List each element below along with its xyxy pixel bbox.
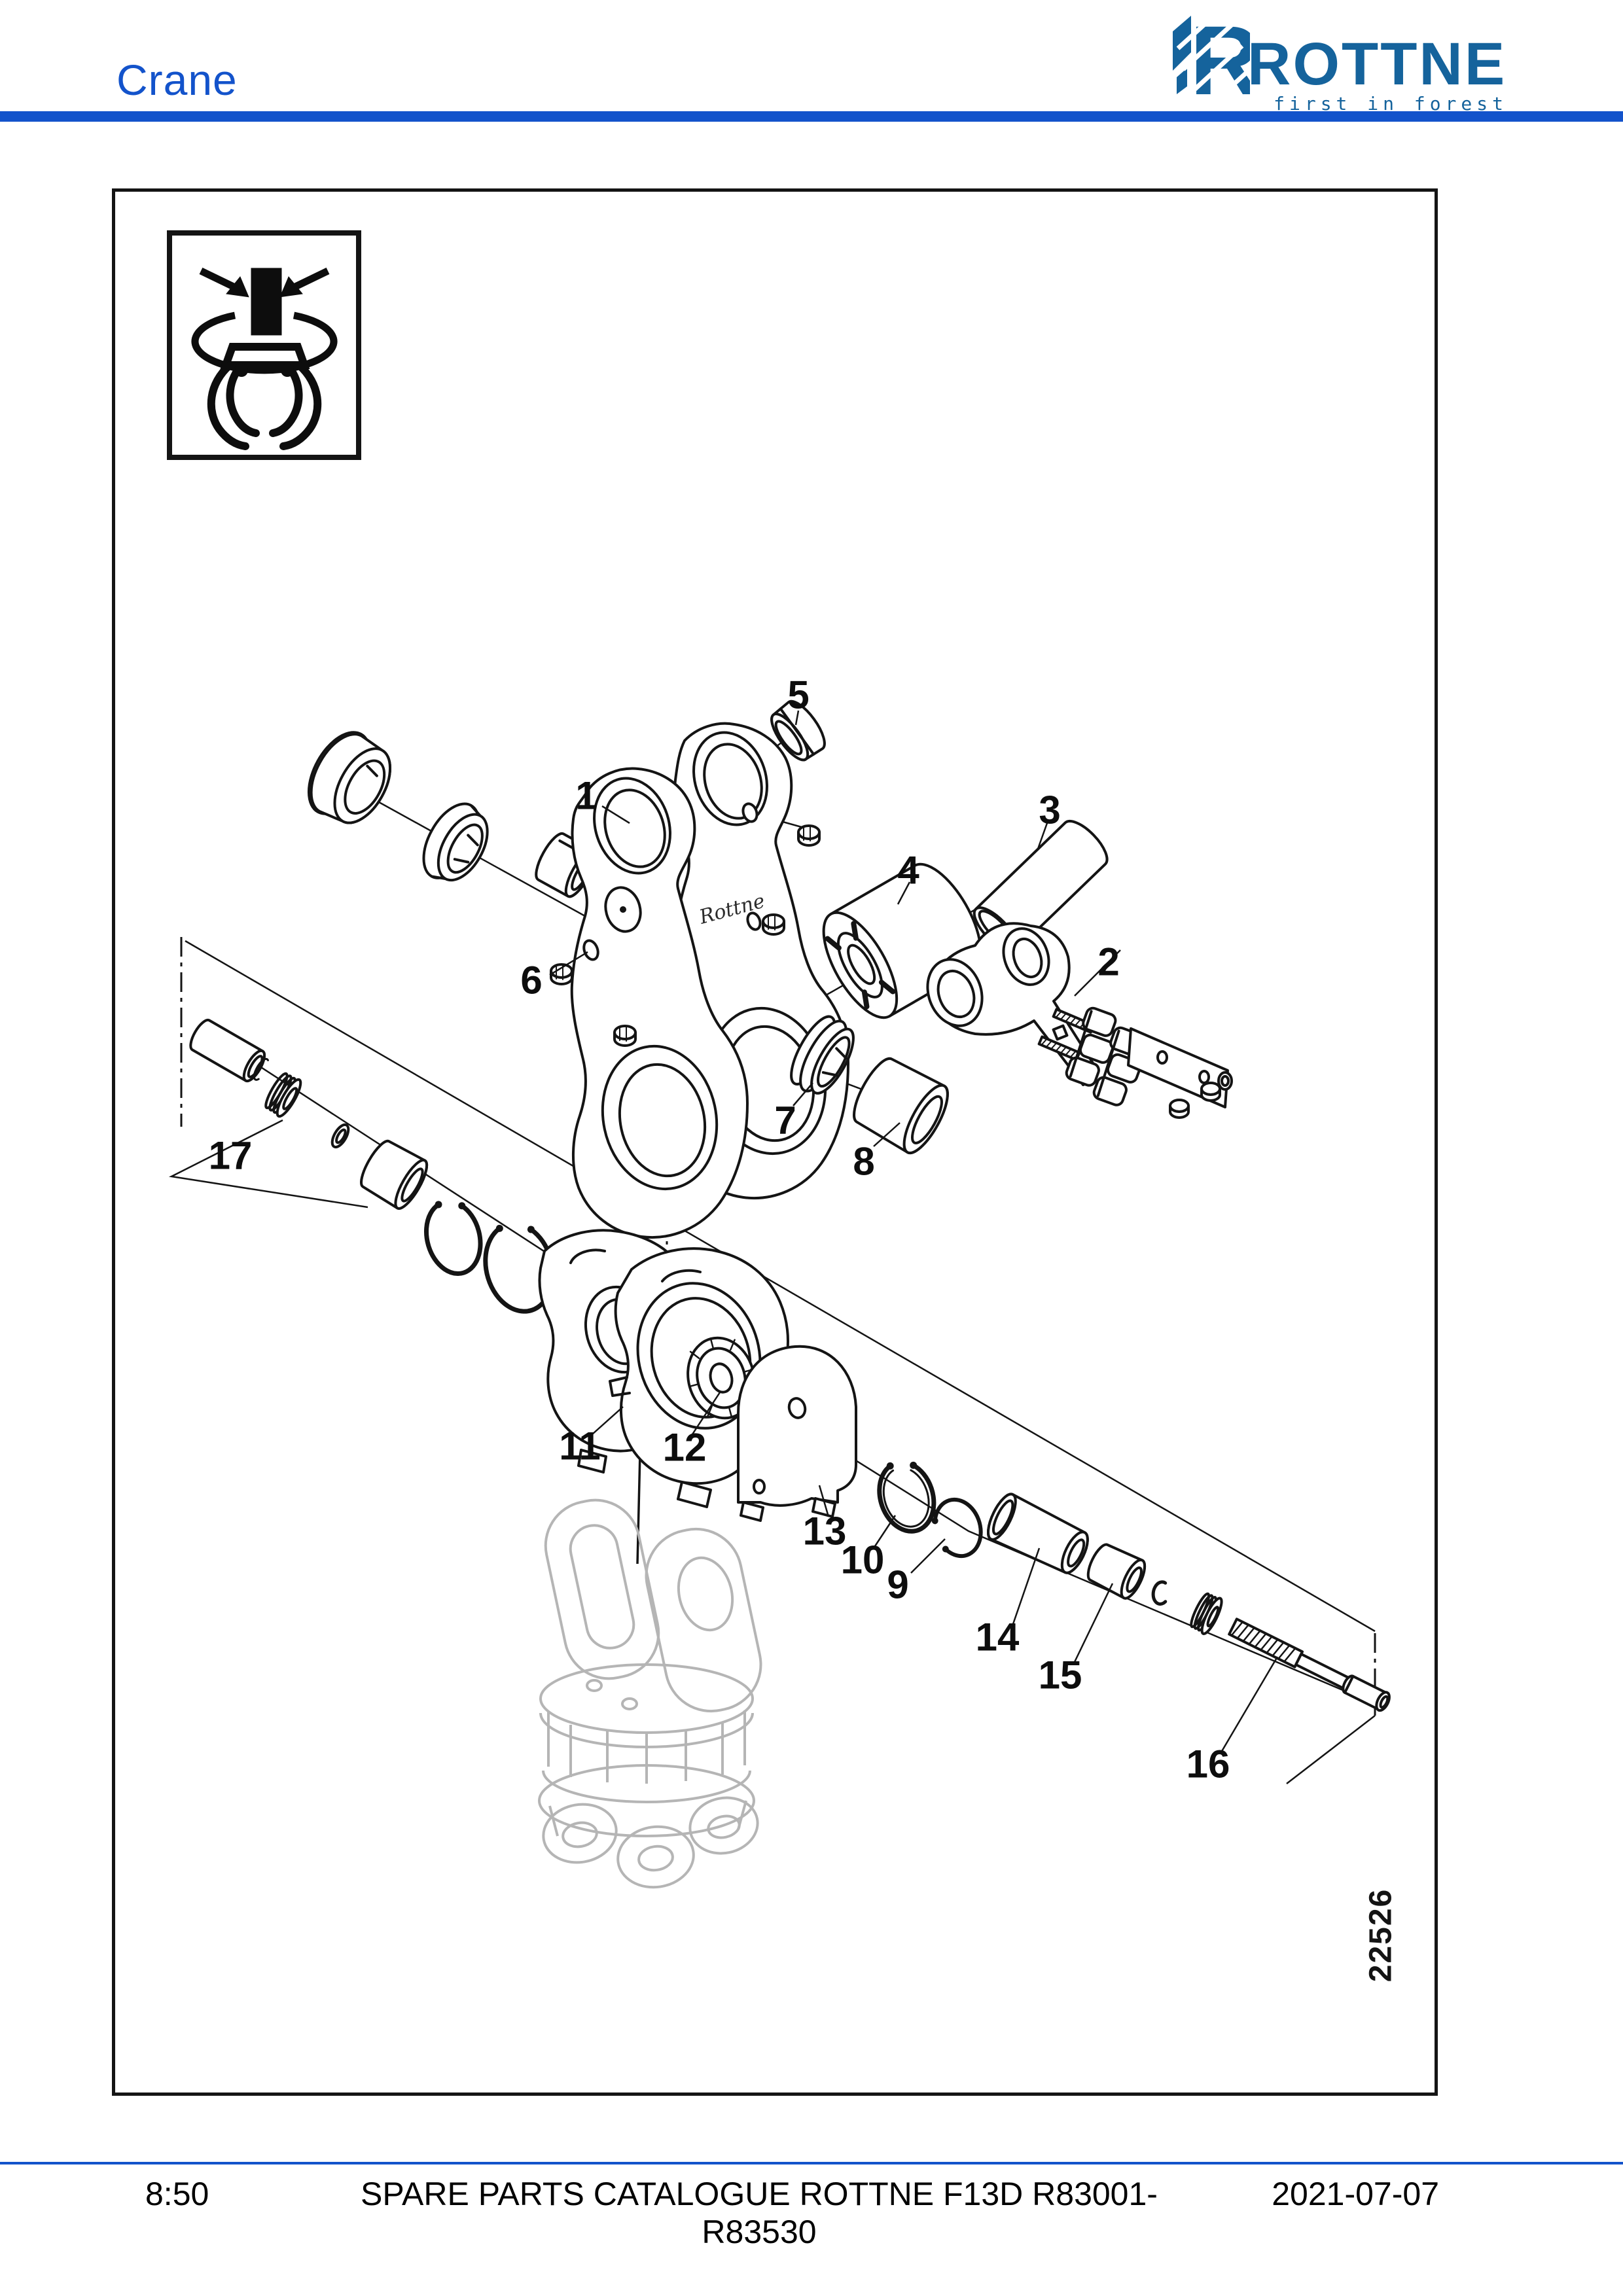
nut xyxy=(762,913,785,936)
part-callout-16: 16 xyxy=(1186,1742,1230,1786)
part-17-pin xyxy=(189,1018,269,1083)
part-callout-10: 10 xyxy=(841,1538,885,1582)
part-callout-5: 5 xyxy=(787,673,809,717)
part-callout-12: 12 xyxy=(663,1426,707,1470)
rotator-grapple-icon xyxy=(191,268,338,450)
part-callout-6: 6 xyxy=(520,959,542,1002)
part-9-snap-ring xyxy=(931,1497,983,1559)
logo-tagline: first in forest xyxy=(1274,93,1508,115)
snap-ring xyxy=(423,1201,483,1276)
callout-leaders xyxy=(549,710,1279,1753)
part-flanged-ring xyxy=(422,802,489,882)
part-10-snap-ring xyxy=(877,1461,936,1534)
nut xyxy=(1169,1099,1190,1119)
rottne-logo-mark-icon: R xyxy=(1173,14,1250,110)
page-title: Crane xyxy=(116,56,238,104)
footer-rule xyxy=(0,2162,1623,2164)
part-callout-14: 14 xyxy=(976,1616,1020,1659)
diagram-frame xyxy=(112,188,1438,2096)
part-cap-bushing xyxy=(307,731,392,824)
footer-catalogue-title: SPARE PARTS CATALOGUE ROTTNE F13D R83001… xyxy=(361,2176,1158,2250)
part-17-bushing xyxy=(360,1139,429,1210)
part-link-front-yoke: Rottne xyxy=(570,767,767,1239)
part-callout-3: 3 xyxy=(1039,788,1060,832)
part-callout-1: 1 xyxy=(575,774,597,818)
part-17-oring xyxy=(330,1123,350,1149)
part-15-bushing xyxy=(1086,1543,1147,1600)
nut xyxy=(550,963,573,985)
figure-number: 22526 xyxy=(1363,1888,1399,1983)
part-callout-9: 9 xyxy=(887,1563,908,1607)
part-14-sleeve xyxy=(987,1492,1089,1574)
footer-date: 2021-07-07 xyxy=(1272,2176,1439,2212)
rotator-symbol-box xyxy=(167,230,361,460)
part-13-cover-plate xyxy=(737,1345,857,1522)
retainer-clip xyxy=(1151,1580,1168,1606)
nut xyxy=(1200,1082,1221,1102)
clamp-comb xyxy=(1065,1006,1117,1087)
part-callout-15: 15 xyxy=(1039,1653,1082,1697)
nut xyxy=(613,1025,637,1047)
part-17-ribbed-washer xyxy=(264,1072,302,1118)
rottne-logo: R ROTTNE first in forest xyxy=(1171,12,1518,115)
part-callout-4: 4 xyxy=(897,849,919,892)
part-callout-17: 17 xyxy=(209,1134,253,1178)
ghost-rotator xyxy=(538,1498,762,1889)
part-callout-11: 11 xyxy=(559,1424,600,1468)
part-16-ribbed-washer xyxy=(1190,1592,1223,1635)
part-callout-8: 8 xyxy=(853,1140,874,1184)
part-7-ring xyxy=(790,1015,855,1095)
footer-time: 8:50 xyxy=(145,2176,209,2212)
part-8-bushing xyxy=(853,1057,949,1155)
part-16-bolt xyxy=(1228,1617,1391,1712)
part-2-link-assembly xyxy=(926,922,1233,1108)
logo-brand-text: ROTTNE xyxy=(1247,31,1507,97)
part-5-ring xyxy=(770,699,826,762)
part-callout-7: 7 xyxy=(774,1099,796,1142)
part-callout-2: 2 xyxy=(1097,940,1119,984)
header-rule xyxy=(0,111,1623,122)
nut xyxy=(797,824,821,847)
part-callout-13: 13 xyxy=(803,1510,847,1553)
